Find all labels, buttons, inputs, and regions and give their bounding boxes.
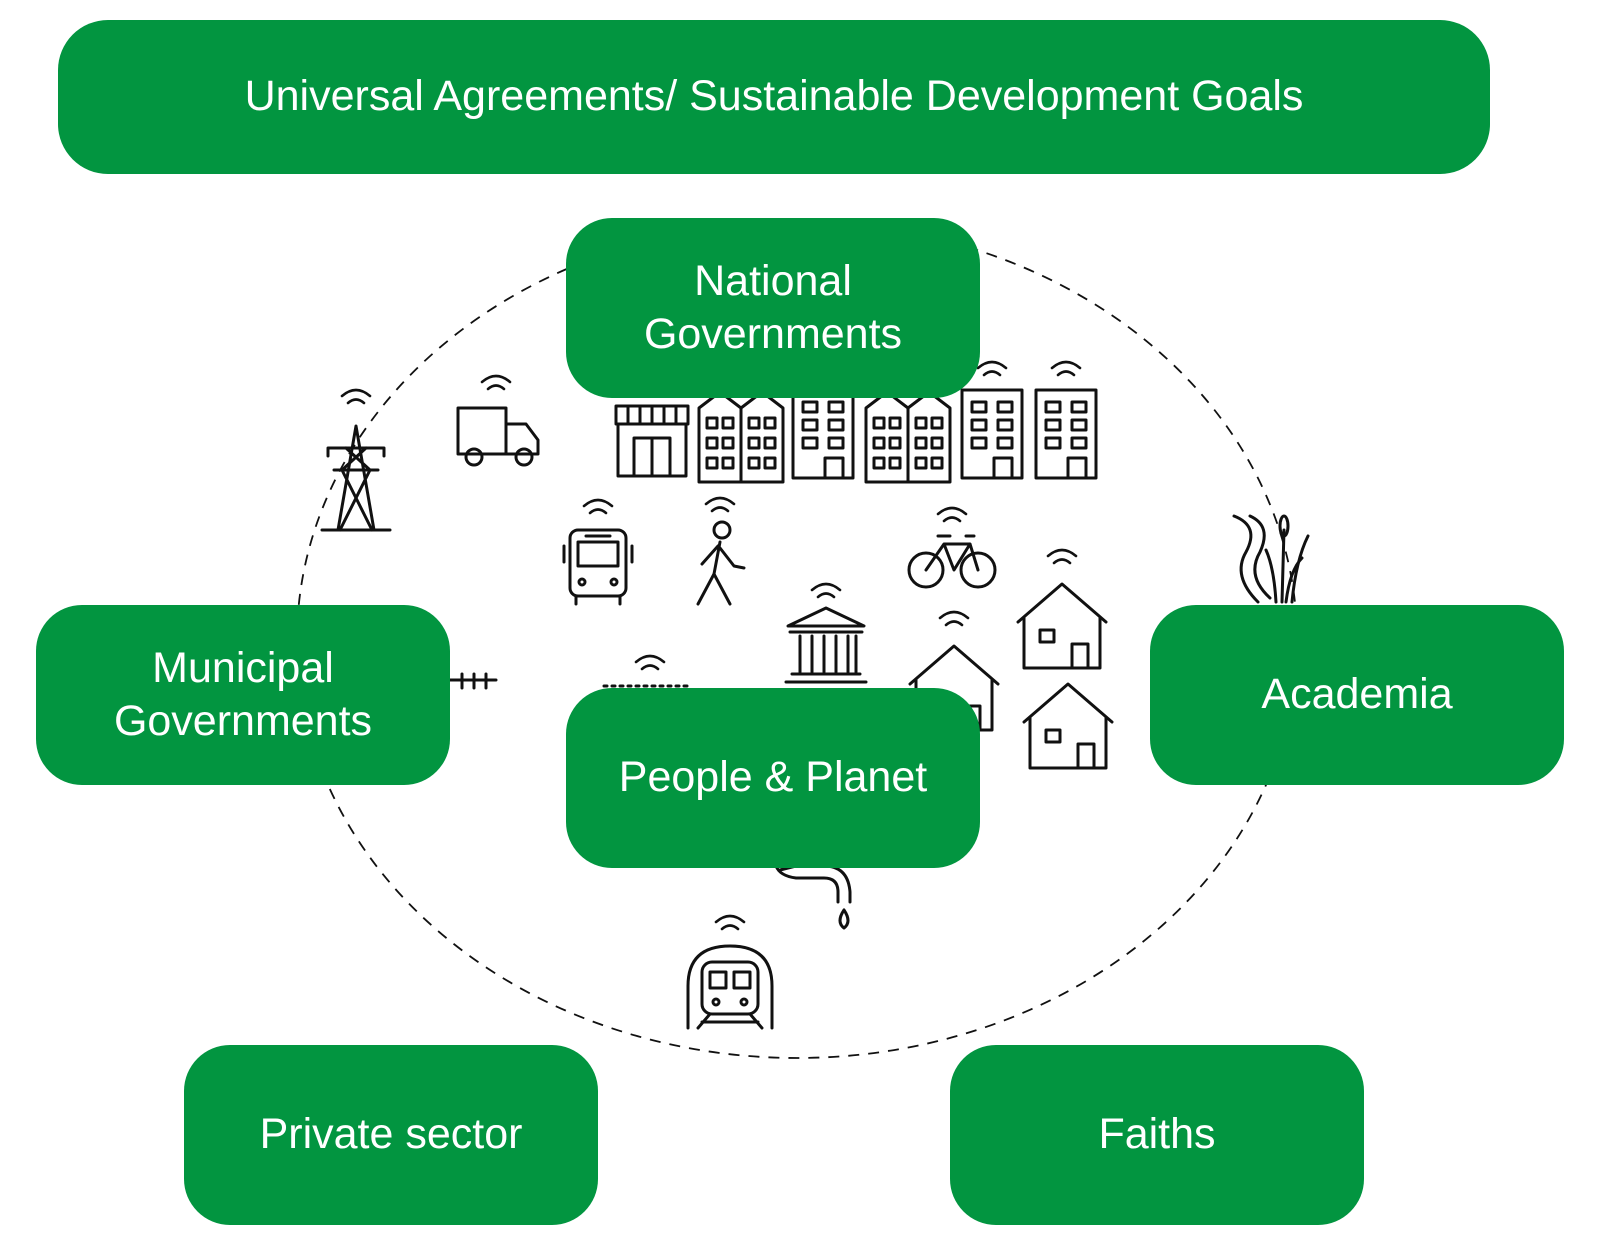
sdg-banner-title: Universal Agreements/ Sustainable Develo… (244, 72, 1304, 121)
municipal-governments-line1: Municipal (152, 643, 334, 692)
faiths-box: Faiths (950, 1045, 1364, 1225)
apartment-building-icon (864, 390, 952, 484)
metro-train-icon (686, 914, 774, 1030)
academia-label: Academia (1261, 670, 1453, 719)
national-governments-box: National Governments (566, 218, 980, 398)
people-planet-label: People & Planet (618, 753, 928, 802)
municipal-governments-box: Municipal Governments (36, 605, 450, 785)
pedestrian-icon (696, 496, 746, 606)
house-icon (1022, 682, 1114, 770)
apartment-building-icon (791, 388, 855, 480)
bicycle-icon (907, 506, 997, 589)
sdg-banner: Universal Agreements/ Sustainable Develo… (58, 20, 1490, 174)
shop-icon (614, 404, 690, 478)
academia-box: Academia (1150, 605, 1564, 785)
transmission-tower-icon (320, 388, 392, 532)
faiths-label: Faiths (1098, 1110, 1216, 1159)
apartment-building-icon (697, 390, 785, 484)
private-sector-box: Private sector (184, 1045, 598, 1225)
delivery-truck-icon (456, 374, 540, 467)
municipal-governments-line2: Governments (113, 697, 373, 745)
apartment-building-icon (960, 360, 1024, 480)
national-governments-line2: Governments (643, 310, 903, 358)
river-reeds-icon (1232, 514, 1310, 604)
national-governments-line1: National (694, 256, 852, 305)
apartment-building-icon (1034, 360, 1098, 480)
house-icon (1016, 548, 1108, 670)
private-sector-label: Private sector (259, 1110, 523, 1159)
bus-icon (562, 498, 634, 606)
power-line-icon (448, 654, 694, 690)
people-planet-box: People & Planet (566, 688, 980, 868)
government-building-icon (784, 582, 868, 684)
water-tap-icon (774, 864, 852, 930)
